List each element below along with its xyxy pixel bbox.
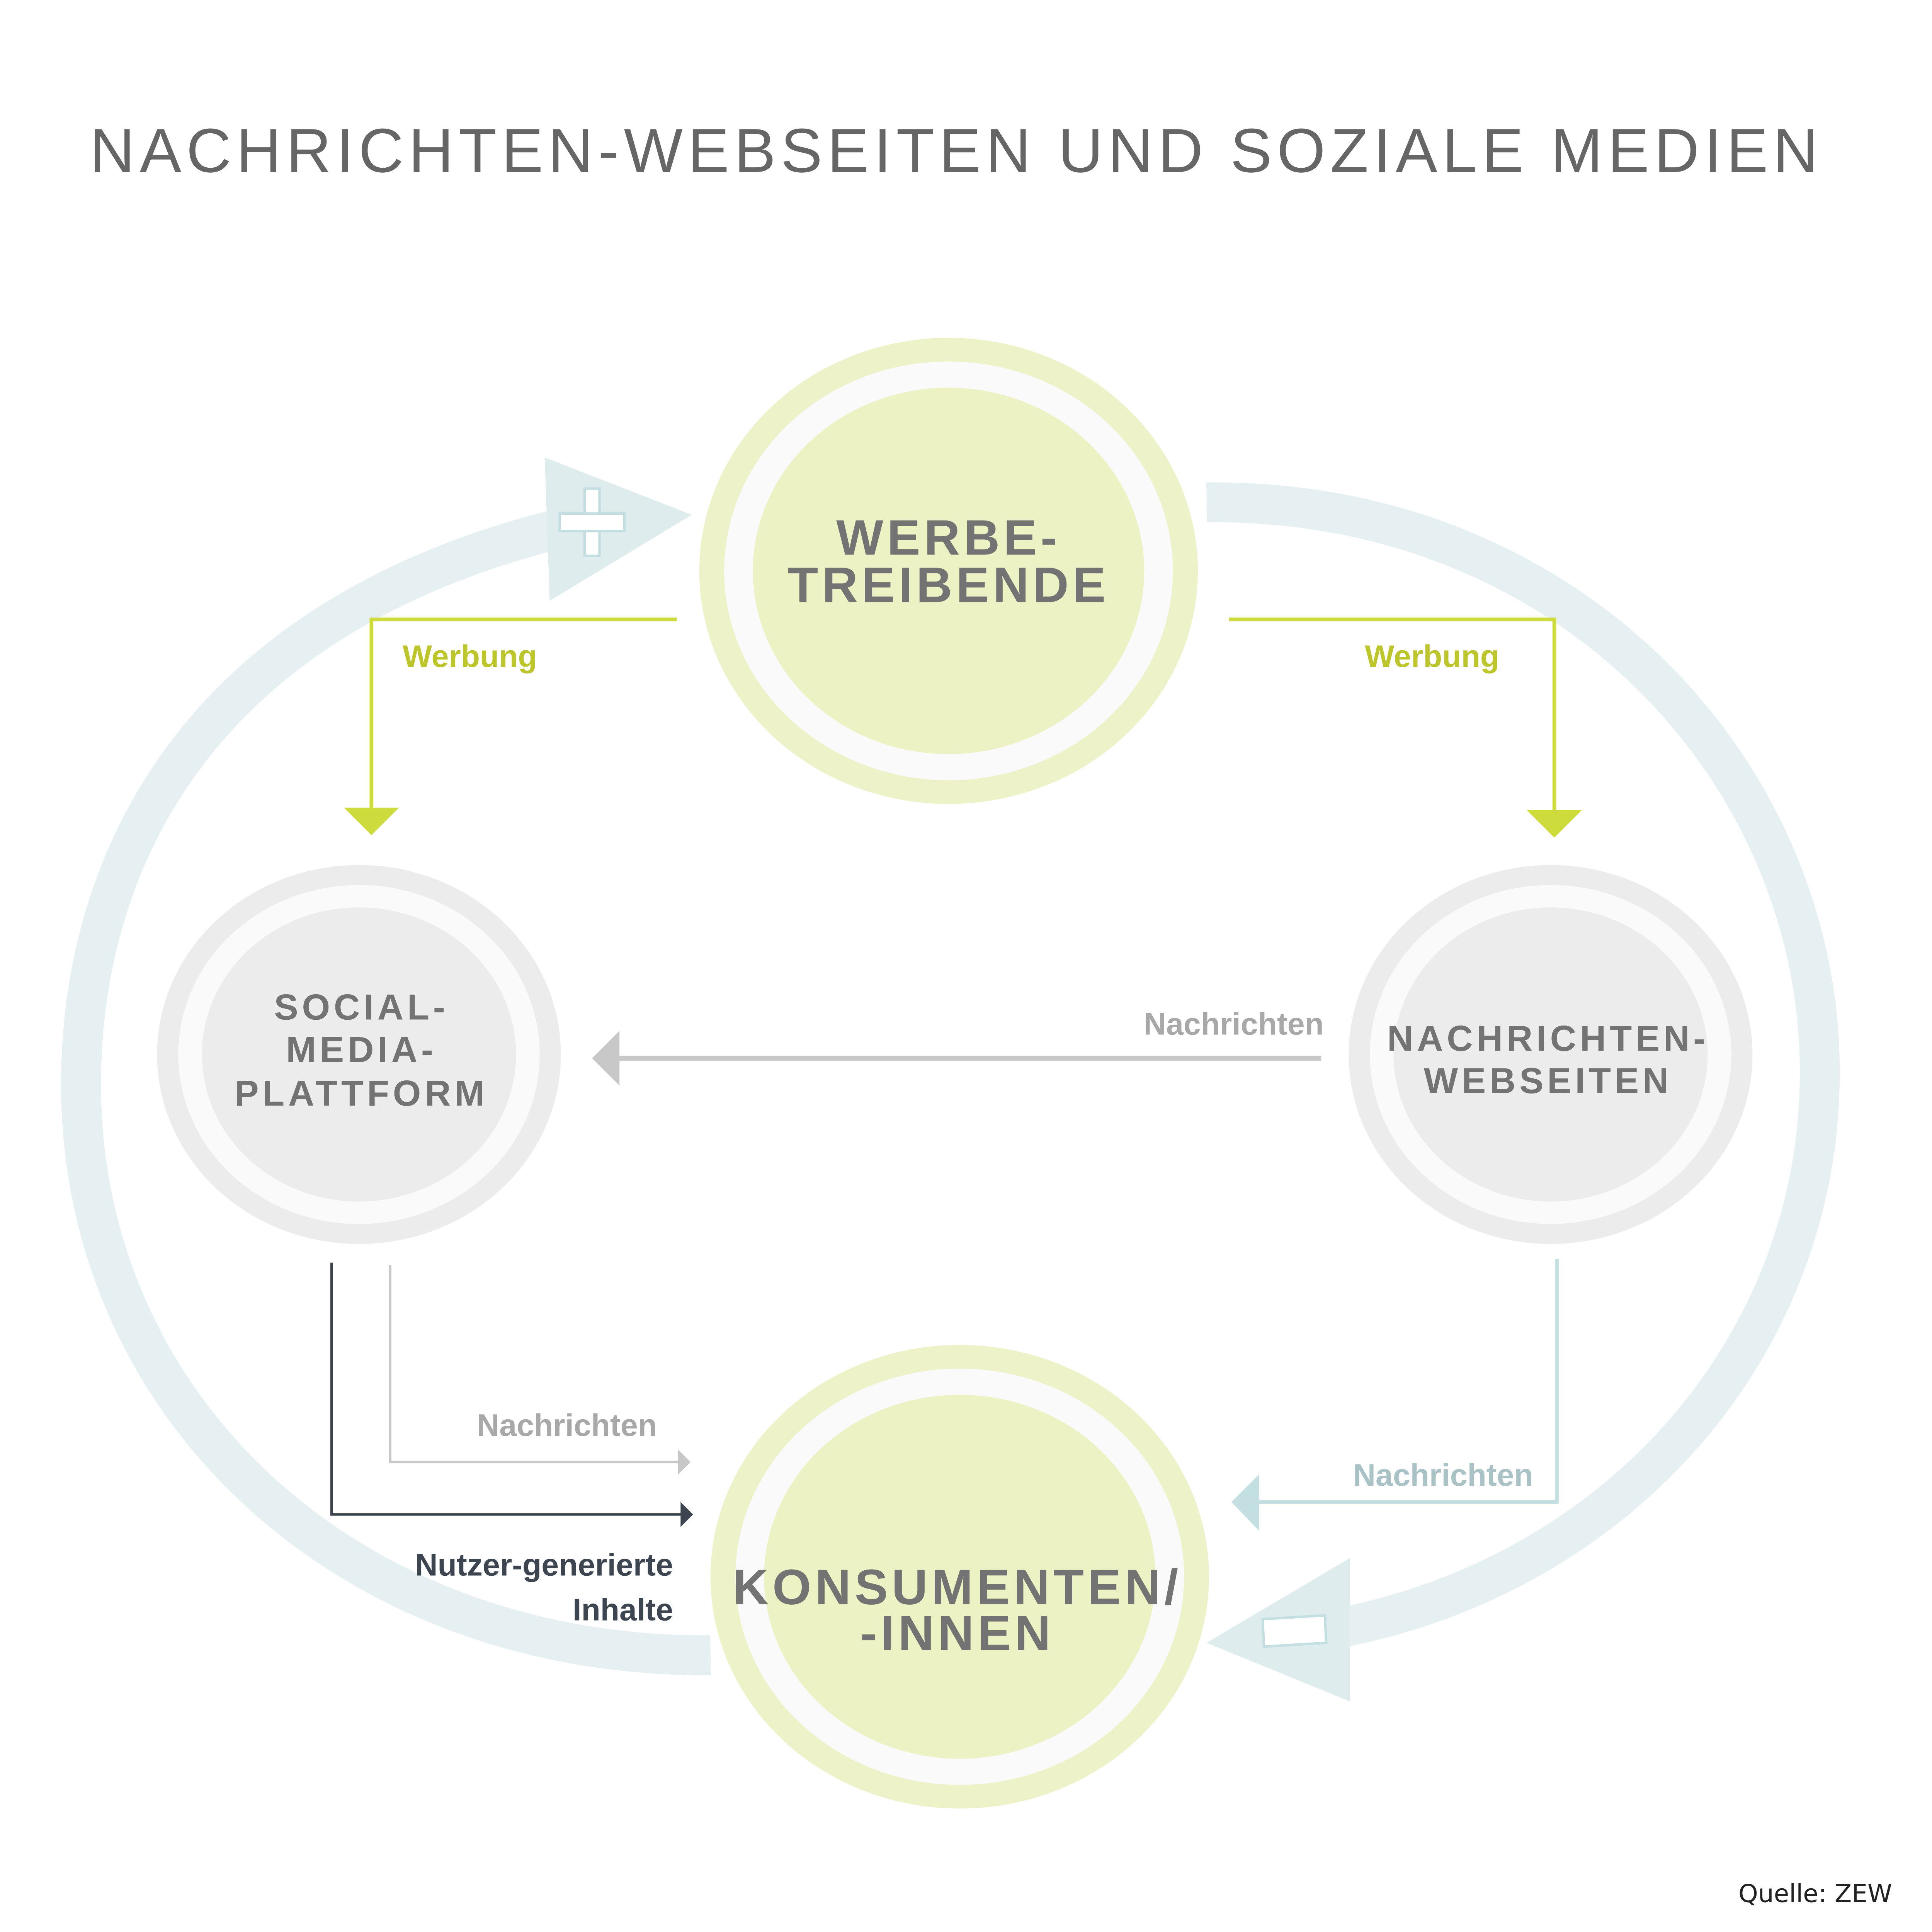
source-note: Quelle: ZEW	[1738, 1879, 1892, 1908]
werbung-label-left: Werbung	[403, 639, 537, 674]
nachrichten-arrow-middle	[592, 1031, 1321, 1086]
user-content-label-line1: Nutzer-generierte	[415, 1548, 673, 1582]
node-social-media-plattform: SOCIAL- MEDIA- PLATTFORM	[157, 865, 561, 1244]
positive-loop-arc	[61, 510, 711, 1675]
svg-text:NACHRICHTEN-: NACHRICHTEN-	[1387, 1018, 1709, 1058]
nachrichten-label-web: Nachrichten	[1353, 1458, 1533, 1493]
svg-text:TREIBENDE: TREIBENDE	[788, 557, 1110, 613]
svg-text:-INNEN: -INNEN	[860, 1605, 1054, 1661]
svg-text:KONSUMENTEN/: KONSUMENTEN/	[733, 1560, 1182, 1615]
werbung-label-right: Werbung	[1365, 639, 1499, 674]
node-werbetreibende: WERBE- TREIBENDE	[699, 338, 1198, 804]
werbung-arrow-right	[1229, 617, 1582, 838]
user-content-arrow	[330, 1262, 693, 1527]
negative-loop-arc	[1206, 482, 1840, 1646]
svg-text:WEBSEITEN: WEBSEITEN	[1424, 1060, 1672, 1101]
plus-icon	[558, 487, 626, 557]
nachrichten-arrow-web-to-consumer	[1231, 1259, 1559, 1531]
page-title: NACHRICHTEN-WEBSEITEN UND SOZIALE MEDIEN	[90, 116, 1823, 185]
nachrichten-label-social: Nachrichten	[477, 1408, 657, 1443]
svg-text:PLATTFORM: PLATTFORM	[235, 1073, 488, 1113]
svg-text:SOCIAL-: SOCIAL-	[274, 987, 449, 1027]
nachrichten-arrow-social-to-consumer	[389, 1265, 691, 1475]
node-konsumenten: KONSUMENTEN/ -INNEN	[710, 1345, 1209, 1809]
svg-text:WERBE-: WERBE-	[836, 510, 1061, 565]
node-nachrichten-webseiten: NACHRICHTEN- WEBSEITEN	[1349, 865, 1753, 1244]
werbung-arrow-left	[344, 617, 677, 835]
user-content-label-line2: Inhalte	[573, 1593, 673, 1628]
minus-icon	[1261, 1614, 1328, 1648]
svg-text:MEDIA-: MEDIA-	[286, 1029, 437, 1070]
nachrichten-label-middle: Nachrichten	[1144, 1007, 1324, 1041]
